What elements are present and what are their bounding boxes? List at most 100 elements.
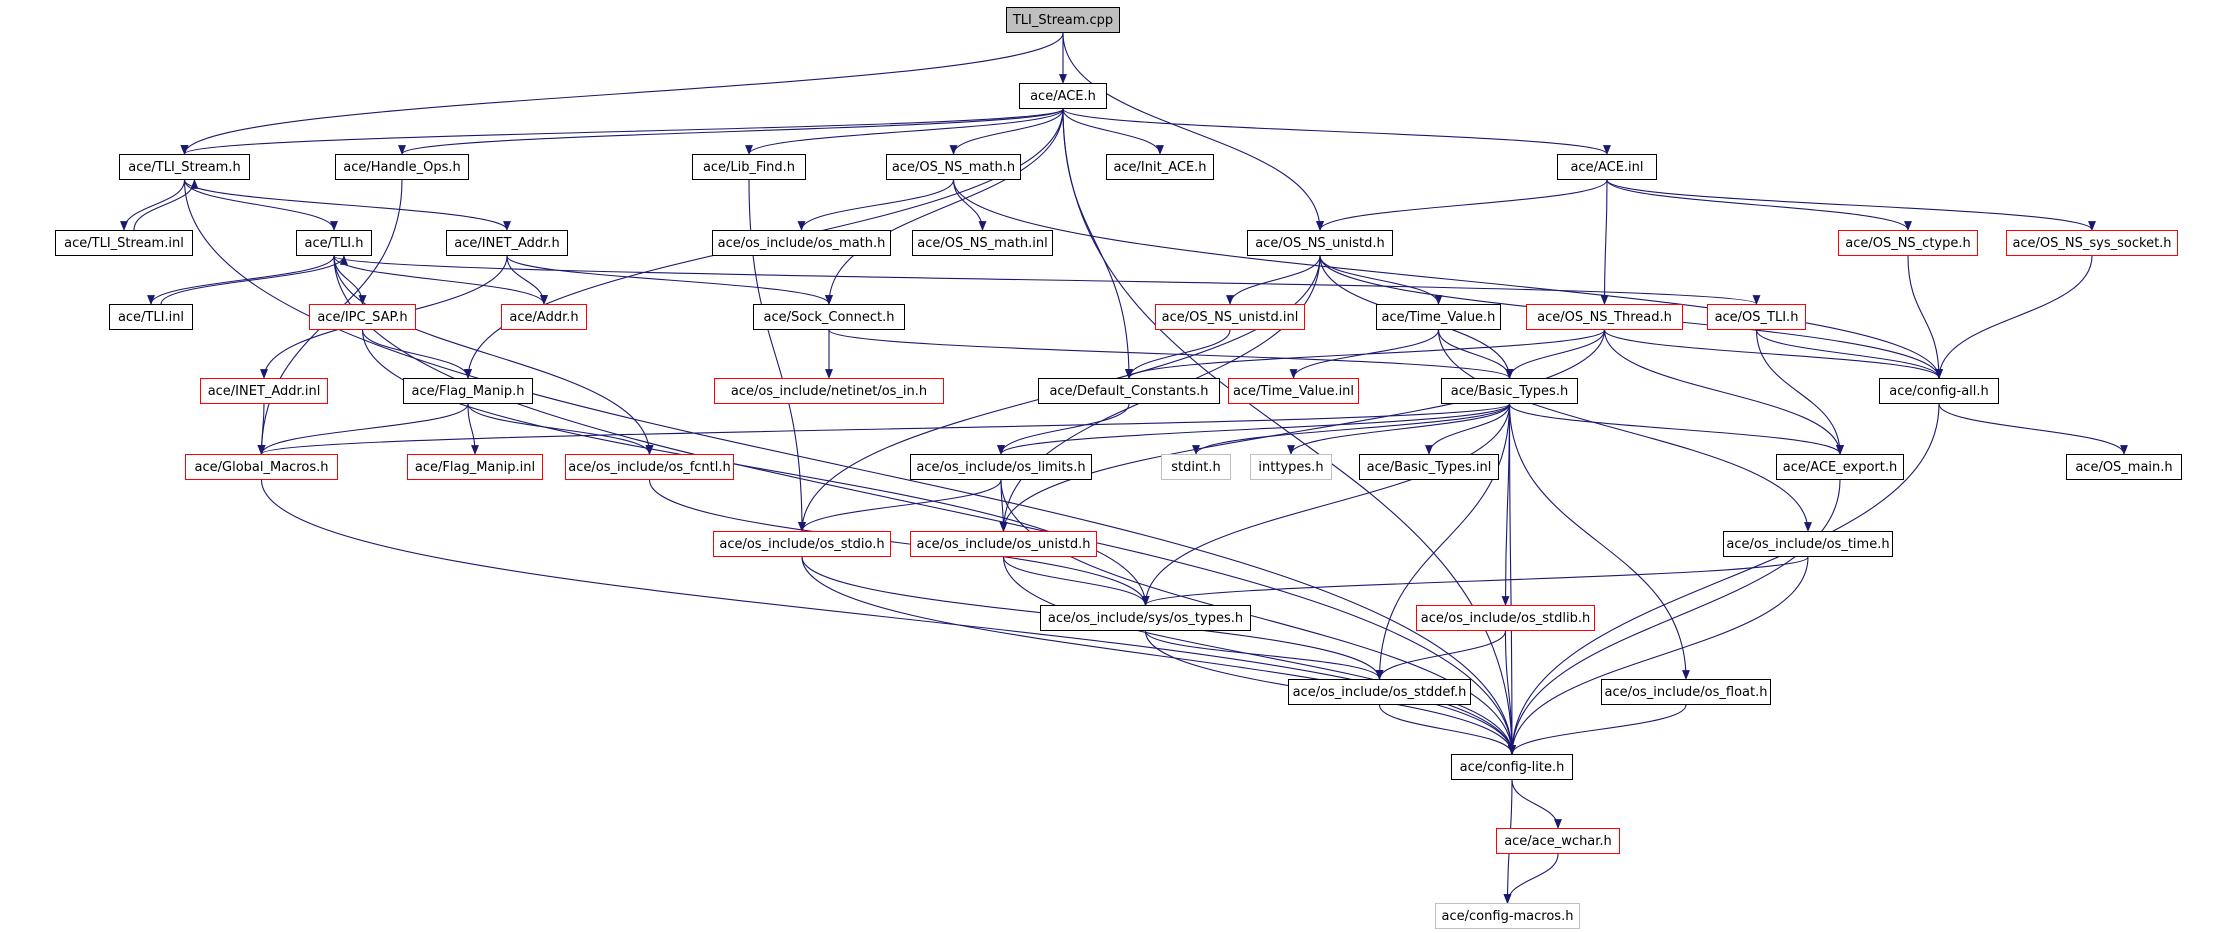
node-os-stdlib-h[interactable]: ace/os_include/os_stdlib.h [1416, 605, 1595, 631]
node-tli-stream-inl[interactable]: ace/TLI_Stream.inl [55, 230, 193, 256]
node-config-lite-h[interactable]: ace/config-lite.h [1451, 754, 1573, 780]
edge-os-ns-math-h-to-config-all-h [952, 179, 1943, 379]
edge-os-stdlib-h-to-os-stddef-h [1375, 630, 1507, 680]
edge-ace-inl-to-os-ns-unistd-h [1316, 179, 1608, 231]
edge-os-ns-unistd-h-to-os-ns-unistd-inl [1226, 255, 1321, 305]
node-os-main-h[interactable]: ace/OS_main.h [2066, 454, 2182, 480]
node-flag-manip-inl[interactable]: ace/Flag_Manip.inl [407, 454, 543, 480]
edge-os-stddef-h-to-config-lite-h [1378, 704, 1516, 755]
node-os-time-h[interactable]: ace/os_include/os_time.h [1723, 531, 1893, 557]
node-os-fcntl-h[interactable]: ace/os_include/os_fcntl.h [565, 454, 734, 480]
node-tli-stream-cpp: TLI_Stream.cpp [1006, 7, 1120, 33]
edge-os-stdlib-h-to-config-lite-h [1504, 630, 1516, 755]
edge-os-stdio-h-to-config-lite-h [801, 556, 1516, 755]
edge-tli-h-to-addr-h [333, 255, 548, 305]
edge-os-unistd-h-to-sys-os-types-h [1002, 556, 1150, 606]
node-ace-h[interactable]: ace/ACE.h [1019, 83, 1107, 109]
node-global-macros-h[interactable]: ace/Global_Macros.h [185, 454, 338, 480]
edge-sock-connect-h-to-basic-types-h [828, 329, 1514, 379]
edge-flag-manip-h-to-global-macros-h [257, 403, 469, 455]
edge-tli-stream-cpp-to-os-ns-unistd-h [1062, 32, 1324, 231]
node-os-tli-h[interactable]: ace/OS_TLI.h [1707, 304, 1806, 330]
edge-time-value-h-to-basic-types-h [1437, 329, 1514, 379]
node-inet-addr-inl[interactable]: ace/INET_Addr.inl [200, 378, 328, 404]
edge-ace-wchar-h-to-config-macros-h [1503, 853, 1559, 904]
edge-os-ns-math-h-to-os-math-h [797, 179, 955, 231]
node-init-ace-h[interactable]: ace/Init_ACE.h [1106, 154, 1214, 180]
edge-basic-types-h-to-os-stddef-h [1375, 403, 1511, 680]
edge-basic-types-h-to-global-macros-h [257, 403, 1511, 455]
edge-time-value-h-to-os-time-h [1437, 329, 1812, 532]
edge-os-ns-ctype-h-to-config-all-h [1907, 255, 1943, 379]
node-default-constants-h[interactable]: ace/Default_Constants.h [1038, 378, 1220, 404]
node-sock-connect-h[interactable]: ace/Sock_Connect.h [753, 304, 905, 330]
edge-tli-stream-h-to-tli-h [183, 179, 338, 231]
edge-sys-os-types-h-to-os-stddef-h [1144, 630, 1384, 680]
edge-ipc-sap-h-to-flag-manip-h [361, 329, 472, 379]
node-os-float-h[interactable]: ace/os_include/os_float.h [1601, 679, 1771, 705]
node-os-ns-thread-h[interactable]: ace/OS_NS_Thread.h [1526, 304, 1683, 330]
node-stdint-h: stdint.h [1161, 454, 1231, 480]
edge-os-ns-thread-h-to-ace-export-h [1603, 329, 1844, 455]
edge-default-constants-h-to-os-limits-h [997, 403, 1130, 455]
node-os-math-h[interactable]: ace/os_include/os_math.h [712, 230, 891, 256]
edge-ace-export-h-to-config-lite-h [1508, 479, 1841, 755]
edge-os-time-h-to-config-lite-h [1508, 556, 1809, 755]
node-os-ns-unistd-inl[interactable]: ace/OS_NS_unistd.inl [1155, 304, 1305, 330]
edge-os-ns-thread-h-to-basic-types-h [1505, 329, 1606, 379]
node-tli-h[interactable]: ace/TLI.h [296, 230, 372, 256]
node-time-value-inl[interactable]: ace/Time_Value.inl [1228, 378, 1359, 404]
node-netinet-in-h[interactable]: ace/os_include/netinet/os_in.h [714, 378, 944, 404]
node-ace-wchar-h[interactable]: ace/ace_wchar.h [1496, 828, 1620, 854]
edge-flag-manip-h-to-flag-manip-inl [467, 403, 479, 455]
edge-basic-types-h-to-os-float-h [1508, 403, 1690, 680]
edge-os-tli-h-to-config-all-h [1755, 329, 1943, 379]
node-time-value-h[interactable]: ace/Time_Value.h [1376, 304, 1501, 330]
edge-os-fcntl-h-to-sys-os-types-h [648, 479, 1150, 606]
edge-os-tli-h-to-ace-export-h [1755, 329, 1844, 455]
node-os-stdio-h[interactable]: ace/os_include/os_stdio.h [713, 531, 891, 557]
node-os-ns-math-inl[interactable]: ace/OS_NS_math.inl [912, 230, 1053, 256]
node-ace-export-h[interactable]: ace/ACE_export.h [1776, 454, 1904, 480]
node-config-macros-h: ace/config-macros.h [1435, 903, 1580, 929]
node-config-all-h[interactable]: ace/config-all.h [1879, 378, 1999, 404]
node-os-ns-unistd-h[interactable]: ace/OS_NS_unistd.h [1247, 230, 1393, 256]
node-ipc-sap-h[interactable]: ace/IPC_SAP.h [309, 304, 416, 330]
node-basic-types-h[interactable]: ace/Basic_Types.h [1441, 378, 1578, 404]
edge-global-macros-h-to-config-lite-h [260, 479, 1516, 755]
edge-os-float-h-to-config-lite-h [1508, 704, 1687, 755]
edge-tli-stream-inl-to-tli-stream-h [133, 179, 199, 231]
node-handle-ops-h[interactable]: ace/Handle_Ops.h [335, 154, 469, 180]
edge-ace-h-to-sock-connect-h [825, 108, 1064, 305]
edge-flag-manip-h-to-os-fcntl-h [467, 403, 654, 455]
node-tli-stream-h[interactable]: ace/TLI_Stream.h [119, 154, 250, 180]
edge-tli-h-to-tli-inl [147, 255, 335, 305]
edge-os-ns-thread-h-to-default-constants-h [1125, 329, 1606, 379]
node-os-ns-math-h[interactable]: ace/OS_NS_math.h [886, 154, 1021, 180]
node-sys-os-types-h[interactable]: ace/os_include/sys/os_types.h [1040, 605, 1251, 631]
node-basic-types-inl[interactable]: ace/Basic_Types.inl [1359, 454, 1499, 480]
node-os-limits-h[interactable]: ace/os_include/os_limits.h [910, 454, 1092, 480]
node-ace-inl[interactable]: ace/ACE.inl [1557, 154, 1657, 180]
node-lib-find-h[interactable]: ace/Lib_Find.h [692, 154, 806, 180]
node-os-ns-sys-socket-h[interactable]: ace/OS_NS_sys_socket.h [2006, 230, 2178, 256]
node-addr-h[interactable]: ace/Addr.h [501, 304, 587, 330]
edge-tli-stream-h-to-tli-stream-inl [120, 179, 186, 231]
edge-os-unistd-h-to-config-lite-h [1002, 556, 1516, 755]
edge-ace-inl-to-os-ns-thread-h [1600, 179, 1609, 305]
edge-inet-addr-h-to-addr-h [506, 255, 548, 305]
edge-basic-types-h-to-sys-os-types-h [1141, 403, 1511, 606]
edge-tli-h-to-config-lite-h [333, 255, 1516, 755]
edge-config-all-h-to-os-main-h [1938, 403, 2128, 455]
edge-os-ns-unistd-h-to-time-value-h [1319, 255, 1443, 305]
node-os-unistd-h[interactable]: ace/os_include/os_unistd.h [910, 531, 1097, 557]
edge-tli-h-to-os-tli-h [333, 255, 1760, 305]
edge-ace-h-to-init-ace-h [1062, 108, 1164, 155]
edge-ace-h-to-handle-ops-h [398, 108, 1064, 155]
node-os-stddef-h[interactable]: ace/os_include/os_stddef.h [1288, 679, 1471, 705]
node-flag-manip-h[interactable]: ace/Flag_Manip.h [403, 378, 533, 404]
node-os-ns-ctype-h[interactable]: ace/OS_NS_ctype.h [1838, 230, 1978, 256]
node-inet-addr-h[interactable]: ace/INET_Addr.h [446, 230, 568, 256]
edge-os-ns-sys-socket-h-to-config-all-h [1935, 255, 2093, 379]
node-tli-inl[interactable]: ace/TLI.inl [109, 304, 193, 330]
